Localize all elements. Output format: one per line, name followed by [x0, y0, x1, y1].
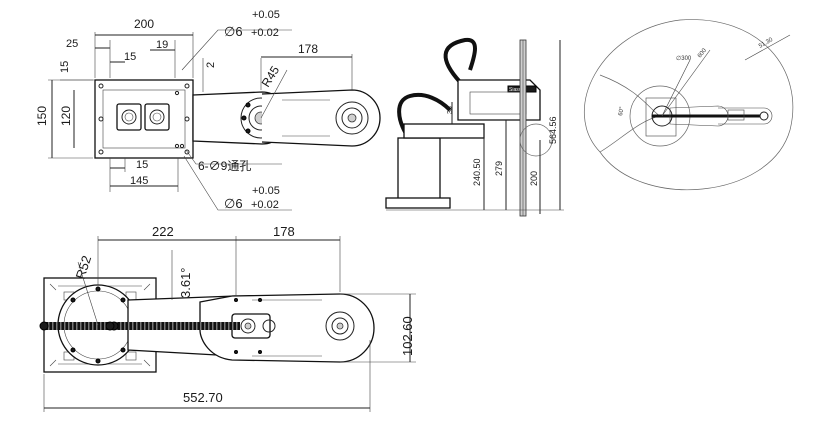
- dim-279: 279: [494, 161, 504, 176]
- top-view: 200 25 19 15 150 120 15 2 178 R45 15 145: [35, 9, 381, 211]
- ws-r300: ∅300: [676, 55, 692, 62]
- connector-right: [144, 103, 170, 131]
- dim-145: 145: [130, 175, 148, 187]
- tol-lower-1: +0.02: [251, 27, 279, 39]
- dim-19: 19: [156, 39, 168, 51]
- tol-upper-1: +0.05: [252, 9, 280, 21]
- bottom-view: 222 178 R52 3.61° 102.60 552.70: [39, 224, 416, 412]
- arm-1-side: [403, 123, 485, 139]
- dim-150: 150: [35, 106, 49, 126]
- dim-178-bottom: 178: [273, 224, 295, 239]
- dim-15-top: 15: [124, 51, 136, 63]
- dim-3-61: 3.61°: [178, 267, 193, 298]
- workspace-view: ∅300 600 51.30 60°: [584, 19, 794, 190]
- ws-dim-51-30: 51.30: [758, 37, 775, 50]
- dim-120: 120: [59, 106, 73, 126]
- dim-564-56: 564.56: [548, 116, 558, 144]
- dim-102-60: 102.60: [400, 316, 415, 356]
- cable-upper: [443, 37, 477, 84]
- bottom-arm-2: [199, 293, 375, 363]
- dim-178-top: 178: [298, 42, 318, 56]
- hole-dia-1: ∅6: [224, 24, 243, 39]
- bottom-end-joint: [325, 311, 355, 341]
- workspace-outer-boundary: [584, 19, 794, 190]
- dim-552-70: 552.70: [183, 390, 223, 405]
- dim-200: 200: [134, 17, 154, 31]
- shaft-sweep: [519, 123, 553, 157]
- brand-label: Siasun: [509, 87, 525, 93]
- arm-2: [261, 89, 381, 147]
- base-plate: [94, 79, 194, 159]
- dim-222: 222: [152, 224, 174, 239]
- base-foot: [385, 197, 451, 209]
- dim-25: 25: [66, 38, 78, 50]
- end-joint: [335, 101, 369, 135]
- ws-angle-60: 60°: [618, 106, 626, 117]
- tol-upper-2: +0.05: [252, 185, 280, 197]
- cable-lower: [397, 93, 452, 142]
- dim-15-left: 15: [59, 61, 71, 73]
- hole-dia-2: ∅6: [224, 196, 243, 211]
- dim-200-side: 200: [529, 171, 539, 186]
- dim-240-50: 240.50: [472, 158, 482, 186]
- dim-15-bottom: 15: [136, 159, 148, 171]
- dim-r52: R52: [73, 254, 95, 281]
- dim-2: 2: [205, 62, 217, 68]
- through-holes-label: 6-∅9通孔: [198, 159, 251, 173]
- ws-r600: 600: [697, 47, 708, 59]
- base-bolt-holes: [98, 83, 190, 155]
- side-view: Siasun 35 240.50 279 200 564.56: [385, 37, 564, 217]
- connector-left: [116, 103, 142, 131]
- tol-lower-2: +0.02: [251, 199, 279, 211]
- base-column: [397, 137, 441, 201]
- dim-35: 35: [447, 106, 454, 114]
